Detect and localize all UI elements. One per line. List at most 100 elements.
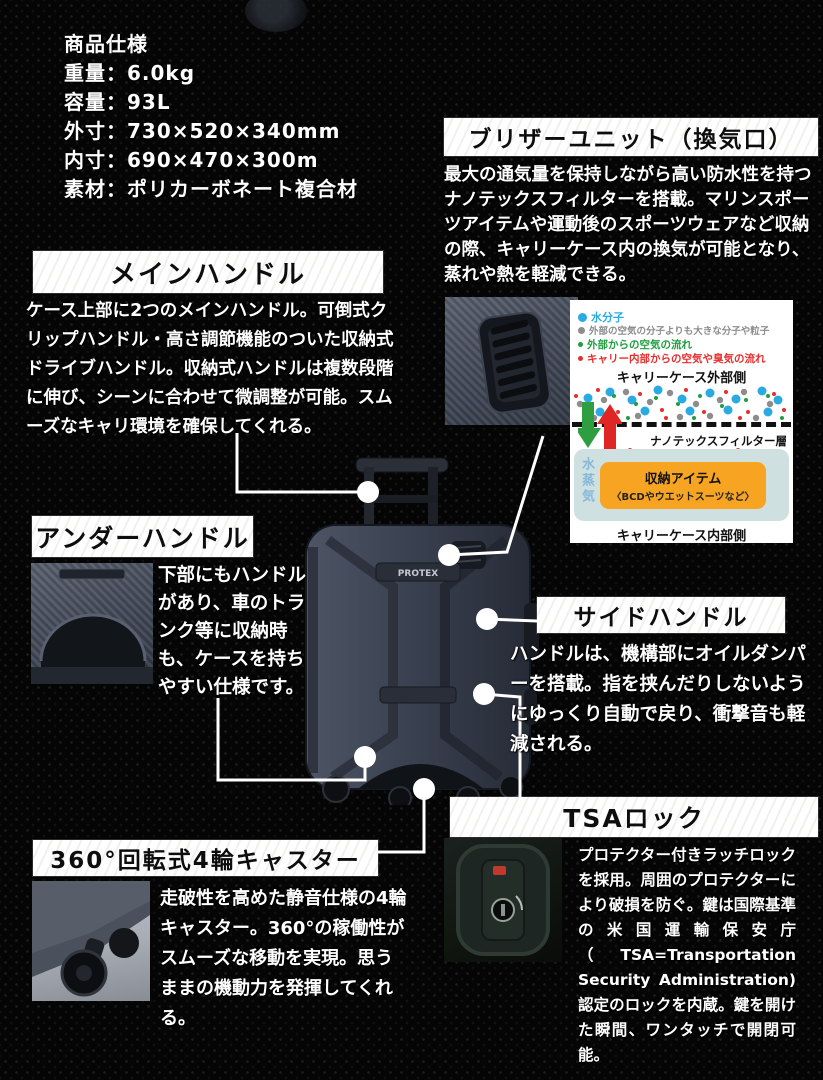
- spec-inner-size: 内寸：690×470×300m: [64, 148, 319, 172]
- legend-dot-blue: [578, 312, 587, 322]
- particle: [638, 392, 642, 396]
- particle: [692, 416, 696, 420]
- legend-outside-air: 外部からの空気の流れ: [578, 337, 692, 352]
- particle: [646, 398, 654, 406]
- diagram-inner-label: キャリーケース内部側: [616, 529, 747, 544]
- particle: [746, 410, 750, 414]
- particle: [595, 407, 605, 417]
- particle: [684, 388, 688, 392]
- particle: [676, 413, 684, 421]
- caster-photo: [32, 881, 150, 1001]
- spec-outer-size: 外寸：730×520×340mm: [64, 119, 341, 143]
- telescopic-handle: [355, 457, 449, 529]
- heading-under-handle: アンダーハンドル: [32, 516, 253, 557]
- particle: [676, 402, 680, 406]
- particle: [738, 416, 742, 420]
- particle: [731, 394, 741, 404]
- particle: [763, 407, 773, 417]
- particle: [766, 394, 770, 398]
- particle: [616, 410, 620, 414]
- legend-inside-air: キャリー内部からの空気や臭気の流れ: [578, 351, 766, 366]
- tsa-lock-illustration: [456, 844, 550, 956]
- spec-capacity: 容量：93L: [64, 90, 171, 114]
- stored-item-sub: 〈BCDやウエットスーツなど〉: [611, 492, 755, 503]
- particle: [780, 416, 784, 420]
- caster-illustration: [32, 881, 150, 997]
- particle: [634, 412, 642, 420]
- particle: [626, 416, 630, 420]
- down-arrow: [578, 402, 601, 448]
- particle: [773, 395, 783, 405]
- tsa-red-logo: [493, 866, 506, 875]
- diagram-outer-label: キャリーケース外部側: [616, 371, 747, 386]
- tsa-latch: [524, 689, 537, 725]
- particle: [766, 400, 774, 408]
- body-tsa-lock: プロテクター付きラッチロックを採用。周囲のプロテクターにより破損を防ぐ。鍵は国際…: [578, 846, 796, 1064]
- tsa-lock-photo: [444, 838, 562, 962]
- particle: [705, 388, 715, 398]
- body-side-handle: ハンドルは、機構部にオイルダンパーを搭載。指を挟んだりしないようにゆっくり自動で…: [510, 644, 807, 755]
- particle: [576, 400, 584, 408]
- body-casters: 走破性を高めた静音仕様の4輪キャスター。360°の稼働性がスムーズな移動を実現。…: [160, 888, 407, 1029]
- water-vapor-label: 水蒸気: [579, 457, 594, 505]
- body-main-handle: ケース上部に2つのメインハンドル。可倒式クリップハンドル・高さ調節機能のついた収…: [26, 301, 394, 437]
- particle: [772, 392, 776, 396]
- particle: [740, 388, 748, 396]
- up-arrow: [597, 404, 622, 450]
- legend-water-molecule: 水分子: [578, 309, 624, 325]
- particle: [782, 408, 786, 412]
- filter-dashed-line: [572, 422, 791, 427]
- under-handle-illustration: [31, 568, 153, 684]
- particle: [723, 405, 733, 415]
- filter-layer-label: ナノテックスフィルター層: [650, 434, 787, 448]
- stored-item-title: 収納アイテム: [644, 472, 722, 487]
- legend-dot-red: [578, 356, 583, 361]
- side-handle-latch: [524, 603, 539, 657]
- breather-vent-photo: [445, 297, 578, 425]
- body-breather-unit: 最大の通気量を保持しながら高い防水性を持つナノテックスフィルターを搭載。マリンス…: [444, 165, 812, 285]
- heading-casters: 360°回転式4輪キャスター: [33, 840, 378, 876]
- particle: [660, 408, 664, 412]
- particle: [692, 400, 700, 408]
- breather-diagram: 水分子 外部の空気の分子よりも大きな分子や粒子 外部からの空気の流れ キャリー内…: [570, 300, 793, 544]
- legend-dot-gray: [578, 326, 585, 334]
- stored-item-box: 収納アイテム 〈BCDやウエットスーツなど〉: [600, 462, 766, 509]
- particle: [600, 396, 608, 404]
- particle: [664, 416, 668, 420]
- particle: [596, 388, 600, 392]
- particle: [716, 396, 724, 404]
- particle: [706, 412, 714, 420]
- particle: [752, 414, 760, 422]
- particle: [605, 387, 615, 397]
- particle: [685, 406, 695, 416]
- spec-material: 素材：ポリカーボネート複合材: [64, 177, 358, 201]
- particle: [757, 386, 767, 396]
- body-under-handle: 下部にもハンドルがあり、車のトランク等に収納時も、ケースを持ちやすい仕様です。: [158, 565, 307, 698]
- particle: [666, 389, 674, 397]
- case-interior-zone: 水蒸気 収納アイテム 〈BCDやウエットスーツなど〉: [574, 449, 789, 521]
- particle: [627, 395, 637, 405]
- particle: [654, 396, 658, 400]
- particle: [634, 402, 638, 406]
- particle: [622, 388, 630, 396]
- top-partial-wheel-photo: [245, 0, 307, 32]
- legend-dot-green: [578, 342, 583, 347]
- spec-title: 商品仕様: [64, 32, 148, 56]
- particle: [574, 394, 578, 398]
- particle: [744, 398, 748, 402]
- spec-weight: 重量：6.0kg: [64, 61, 196, 85]
- heading-main-handle: メインハンドル: [33, 251, 383, 293]
- heading-side-handle: サイドハンドル: [537, 597, 785, 633]
- under-handle-photo: [31, 563, 153, 684]
- heading-tsa-lock: TSAロック: [450, 797, 818, 837]
- product-spec-block: 商品仕様 重量：6.0kg 容量：93L 外寸：730×520×340mm 内寸…: [64, 30, 358, 204]
- particle: [724, 390, 728, 394]
- legend-large-particle: 外部の空気の分子よりも大きな分子や粒子: [578, 323, 769, 337]
- logo-plate: [375, 562, 461, 582]
- under-handle-recess: [358, 764, 484, 789]
- airflow-arrows: [578, 402, 622, 450]
- particle: [677, 394, 687, 404]
- particle: [720, 404, 724, 408]
- particle: [612, 394, 616, 398]
- particle: [702, 410, 706, 414]
